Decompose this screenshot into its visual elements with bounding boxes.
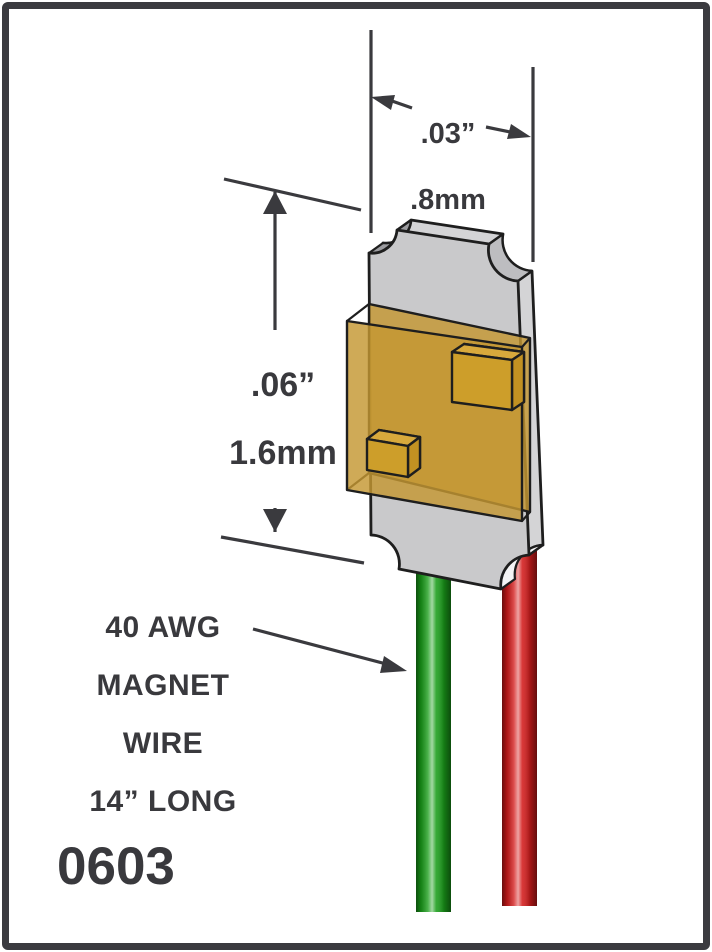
height-arrowhead-top [263, 191, 287, 214]
height-inches-text: .06” [250, 366, 316, 404]
width-inches-text: .03” [420, 118, 476, 150]
width-arrow-tail-left [391, 99, 413, 110]
width-dimension [369, 30, 535, 262]
bond-pad-lower [365, 428, 422, 479]
wire-annotation-line-3: WIRE [122, 727, 204, 760]
width-arrowhead-right [507, 124, 531, 139]
height-arrowhead-bottom [263, 509, 287, 532]
wire-annotation-line-4: 14” LONG [89, 785, 237, 818]
width-dimension-label: .03” .8mm [410, 85, 486, 250]
pad-lower-front [365, 437, 410, 479]
height-dimension-label: .06” 1.6mm [221, 330, 345, 508]
part-number: 0603 LED [57, 787, 175, 952]
wire-annotation-line-1: 40 AWG [105, 611, 221, 644]
pad-upper-front [450, 350, 514, 412]
width-arrow-tail-right [485, 125, 511, 134]
part-type: LED [57, 946, 175, 952]
height-extension-line-top [223, 177, 362, 212]
wire-annotation: 40 AWG MAGNET WIRE 14” LONG [89, 584, 236, 845]
green-wire-shine [416, 560, 451, 912]
chip-thickness-edges [396, 219, 544, 556]
width-arrowhead-left [371, 95, 395, 110]
part-size-code: 0603 [57, 837, 175, 896]
wire-pointer-arrowhead [380, 656, 407, 673]
wire-pointer-line [252, 627, 391, 667]
height-metric-text: 1.6mm [229, 434, 337, 472]
bond-pad-upper [450, 342, 526, 412]
pad-upper-side [510, 350, 526, 412]
epoxy-lens [345, 302, 532, 523]
height-extension-line-bottom [220, 535, 365, 565]
red-wire-shine [502, 548, 537, 906]
red-wire [502, 548, 537, 906]
green-wire [416, 560, 451, 912]
wire-annotation-line-2: MAGNET [96, 669, 230, 702]
width-metric-text: .8mm [410, 184, 486, 216]
wire-pointer-arrow [252, 627, 407, 673]
